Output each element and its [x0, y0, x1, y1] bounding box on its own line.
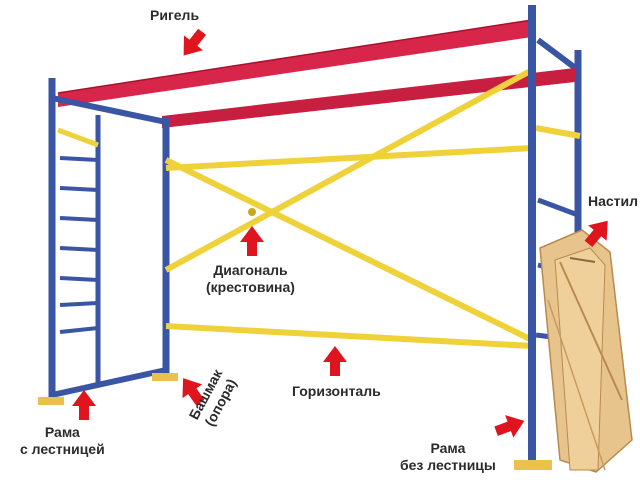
label-frame-with-ladder: Рама с лестницей — [20, 424, 105, 457]
arrow-deck-icon — [584, 220, 608, 248]
arrow-horizontal-icon — [323, 346, 347, 376]
label-ledger: Ригель — [150, 7, 200, 23]
wooden-deck — [539, 229, 633, 473]
yellow-braces — [164, 67, 581, 349]
label-horizontal: Горизонталь — [292, 383, 381, 399]
frame-with-ladder — [38, 78, 178, 405]
label-frame-without-ladder: Рама без лестницы — [400, 440, 496, 473]
top-ledgers — [57, 19, 575, 128]
arrow-diagonal-icon — [240, 226, 264, 256]
label-diagonal: Диагональ (крестовина) — [206, 262, 295, 295]
arrow-ledger-icon — [183, 28, 207, 56]
label-deck: Настил — [588, 193, 639, 209]
base-plate-left — [38, 397, 64, 405]
arrow-frame-no-ladder-icon — [494, 415, 525, 438]
arrow-base-shoe-icon — [182, 378, 205, 406]
base-plate-middle — [152, 373, 178, 381]
arrow-frame-ladder-icon — [72, 390, 96, 420]
base-plate-right — [514, 460, 552, 470]
